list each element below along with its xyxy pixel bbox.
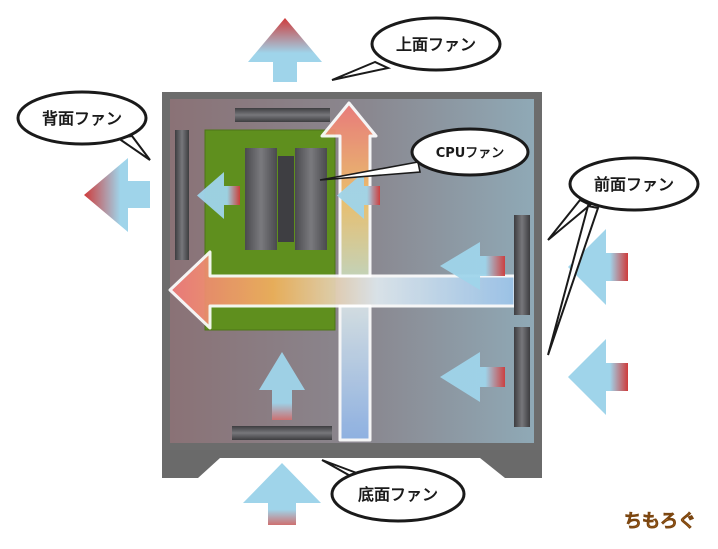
fans (175, 108, 530, 440)
heatsink-core (278, 156, 294, 242)
arrow-icon (243, 463, 321, 525)
bottom-fan (232, 426, 332, 440)
callout-rear-fan: 背面ファン (16, 90, 151, 161)
speech-bubble-icon (410, 127, 530, 177)
callout-top-fan: 上面ファン (331, 16, 502, 81)
arrow-icon (197, 172, 240, 219)
speech-bubble-icon (370, 16, 502, 72)
heatsink-right (295, 148, 327, 250)
speech-bubble-icon (568, 156, 700, 212)
speech-bubble-icon (330, 465, 466, 523)
outer-arrows (84, 18, 628, 525)
arrow-icon (337, 172, 380, 219)
inner-arrows (197, 172, 505, 420)
cpu-heatsink (245, 148, 327, 250)
rear-fan (175, 130, 189, 260)
speech-bubble-icon (547, 204, 600, 356)
site-logo: ちもろぐ (624, 511, 696, 532)
arrow-icon (440, 352, 505, 402)
front-fan-upper (514, 215, 530, 315)
case-base (162, 450, 542, 478)
callout-front-fan: 前面ファン (547, 156, 700, 356)
arrow-icon (84, 158, 150, 232)
callouts: 上面ファン 背面ファン CPUファン 前面ファン 底面ファン (16, 16, 700, 523)
top-fan (235, 108, 330, 122)
speech-bubble-icon (16, 90, 148, 146)
arrow-icon (440, 242, 505, 290)
label-top-fan: 上面ファン (396, 35, 476, 54)
label-bottom-fan: 底面ファン (358, 485, 438, 504)
label-rear-fan: 背面ファン (42, 109, 122, 128)
front-fan-lower (514, 327, 530, 427)
callout-cpu-fan: CPUファン (319, 127, 530, 181)
speech-bubble-icon (319, 161, 421, 181)
arrow-icon (259, 352, 305, 420)
speech-bubble-icon (547, 198, 592, 241)
horizontal-flow-arrow (168, 250, 517, 330)
speech-bubble-icon (331, 60, 392, 81)
label-front-fan: 前面ファン (594, 175, 674, 194)
arrow-icon (568, 229, 628, 305)
heatsink-left (245, 148, 277, 250)
callout-bottom-fan: 底面ファン (321, 459, 466, 523)
label-cpu-fan: CPUファン (436, 146, 505, 161)
vertical-flow-band (338, 304, 372, 442)
arrow-icon (248, 18, 322, 82)
arrow-icon (568, 339, 628, 415)
